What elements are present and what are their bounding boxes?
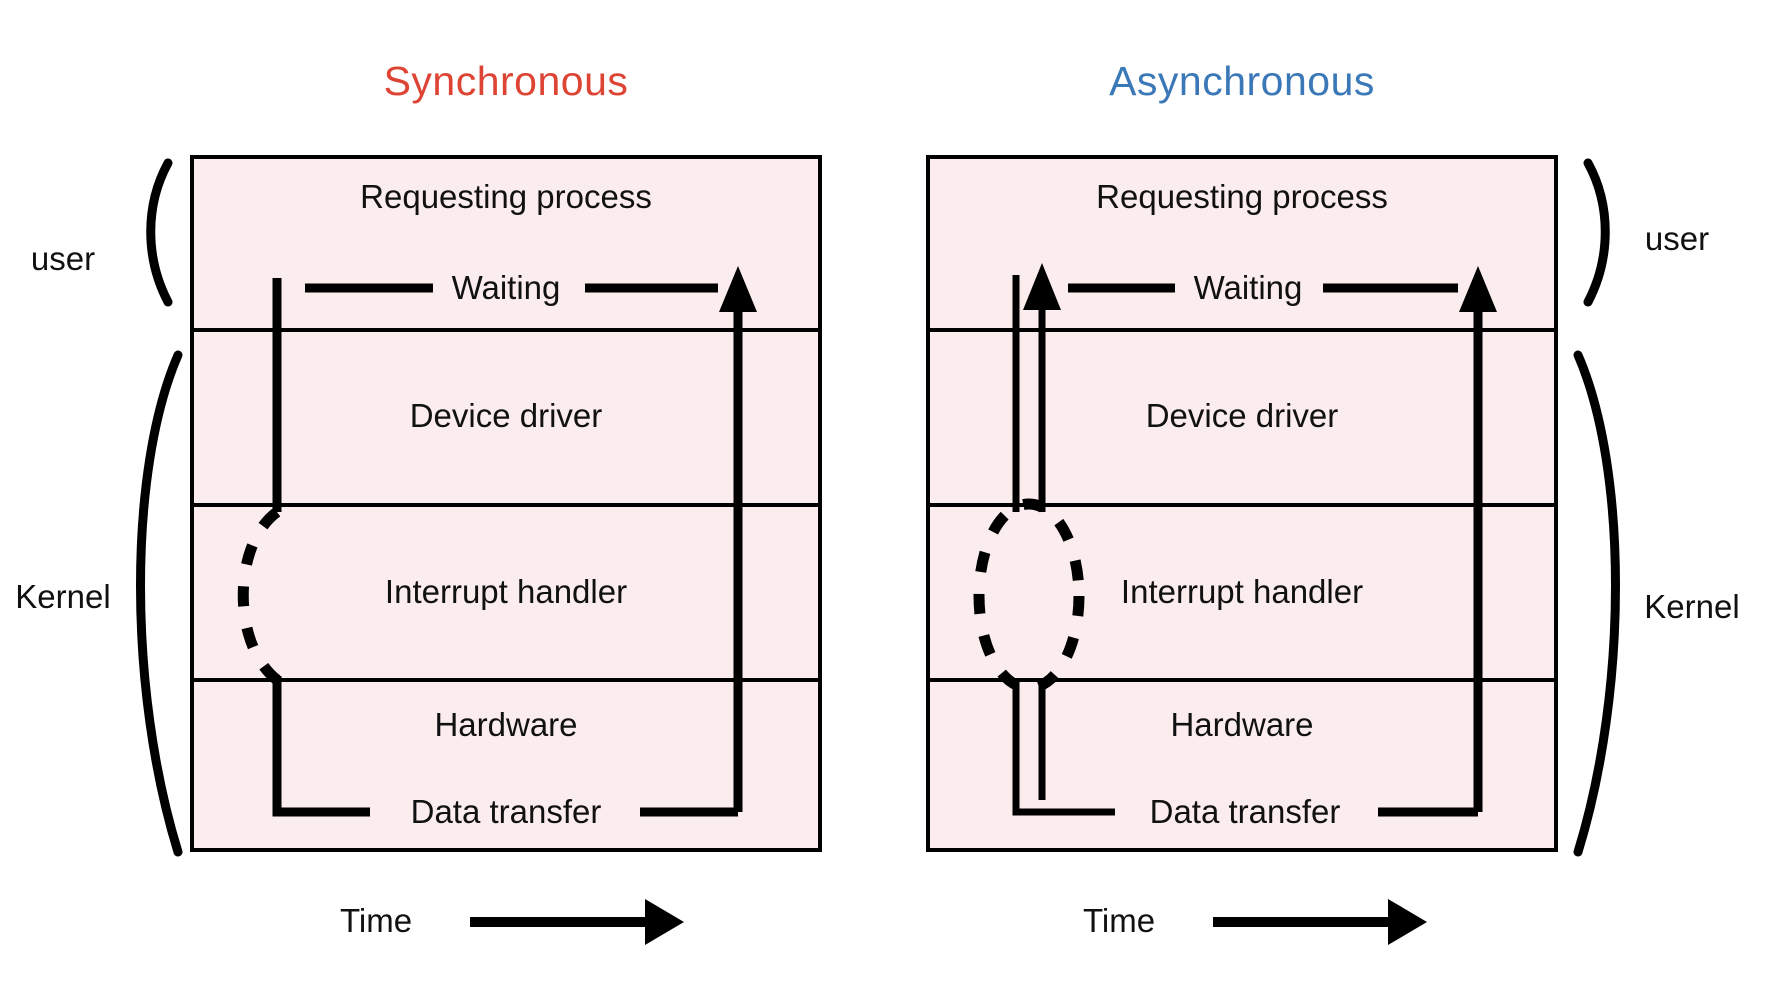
- interrupt-dashed-ellipse-async: [973, 498, 1085, 694]
- hardware-descend-line-async: [1012, 680, 1115, 816]
- time-arrowhead-sync: [645, 899, 684, 945]
- side-label-user-left: user: [31, 240, 95, 277]
- inline-label-sync-waiting: Waiting: [452, 269, 561, 306]
- row-label-async-hardware: Hardware: [1170, 706, 1313, 743]
- time-label-async: Time: [1083, 902, 1155, 939]
- inline-label-sync-data-transfer: Data transfer: [411, 793, 602, 830]
- side-label-kernel-left: Kernel: [15, 578, 110, 615]
- hardware-descend-line-sync: [272, 676, 370, 817]
- row-label-sync-hardware: Hardware: [434, 706, 577, 743]
- brace-user-left: [146, 158, 173, 307]
- return-arrowhead-async: [1459, 266, 1497, 312]
- time-axis-synchronous: Time: [340, 899, 684, 945]
- return-arrowhead-sync: [719, 266, 757, 312]
- row-label-sync-requesting-process: Requesting process: [360, 178, 652, 215]
- immediate-return-arrowhead-async: [1023, 263, 1061, 310]
- panel-border-asynchronous: [926, 155, 1558, 852]
- panel-synchronous: Requesting process Device driver Interru…: [190, 155, 822, 852]
- side-label-kernel-right: Kernel: [1644, 588, 1739, 625]
- brace-kernel-right: [1573, 350, 1620, 857]
- panel-border-synchronous: [190, 155, 822, 852]
- brace-user-right: [1583, 158, 1610, 307]
- interrupt-dashed-arc-sync: [237, 507, 281, 685]
- row-label-sync-interrupt-handler: Interrupt handler: [385, 573, 627, 610]
- row-label-async-requesting-process: Requesting process: [1096, 178, 1388, 215]
- panel-title-asynchronous: Asynchronous: [1109, 58, 1375, 104]
- side-label-user-right: user: [1645, 220, 1709, 257]
- time-arrowhead-async: [1388, 899, 1427, 945]
- panel-title-synchronous: Synchronous: [384, 58, 629, 104]
- time-label-sync: Time: [340, 902, 412, 939]
- panel-asynchronous: Requesting process Device driver Interru…: [926, 155, 1558, 852]
- row-label-async-interrupt-handler: Interrupt handler: [1121, 573, 1363, 610]
- brace-kernel-left: [136, 350, 183, 857]
- inline-label-async-waiting: Waiting: [1194, 269, 1303, 306]
- inline-label-async-data-transfer: Data transfer: [1150, 793, 1341, 830]
- row-label-sync-device-driver: Device driver: [410, 397, 603, 434]
- time-axis-asynchronous: Time: [1083, 899, 1427, 945]
- row-label-async-device-driver: Device driver: [1146, 397, 1339, 434]
